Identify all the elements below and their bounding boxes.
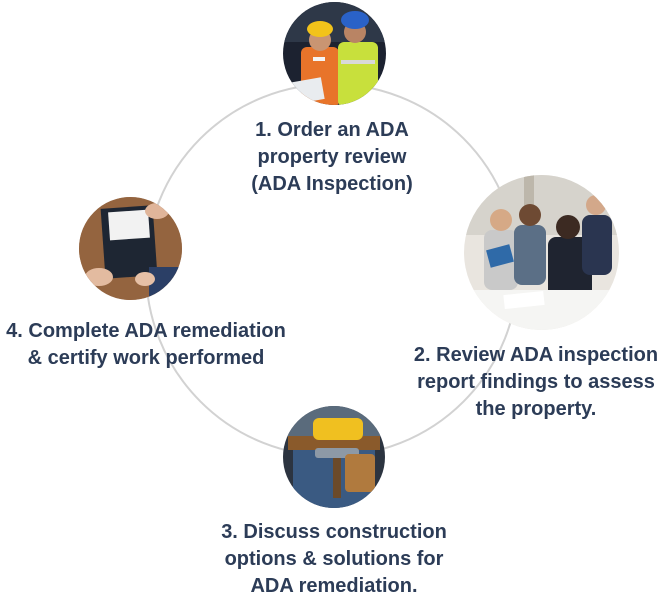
step-3-line-2: options & solutions for xyxy=(224,548,444,570)
step-3-line-1: 3. Discuss construction xyxy=(221,521,447,543)
step-2-line-3: the property. xyxy=(475,398,597,420)
step-1-line-2: property review xyxy=(257,146,407,168)
step-2-line-1: 2. Review ADA inspection xyxy=(413,344,659,366)
step-4-label: 4. Complete ADA remediation & certify wo… xyxy=(0,318,292,372)
step-1-label: 1. Order an ADA property review (ADA Ins… xyxy=(206,117,458,198)
step-2-line-2: report findings to assess xyxy=(417,371,655,393)
tool-belt-photo xyxy=(283,406,385,508)
step-3-line-3: ADA remediation. xyxy=(250,575,418,597)
step-2-label: 2. Review ADA inspection report findings… xyxy=(408,342,664,423)
business-meeting-photo xyxy=(464,175,619,330)
step-4-line-2: & certify work performed xyxy=(27,347,265,369)
signing-document-photo xyxy=(79,197,182,300)
step-1-line-3: (ADA Inspection) xyxy=(251,173,413,195)
step-3-label: 3. Discuss construction options & soluti… xyxy=(196,519,472,600)
step-1-line-1: 1. Order an ADA xyxy=(255,119,409,141)
construction-workers-photo xyxy=(283,2,386,105)
step-4-line-1: 4. Complete ADA remediation xyxy=(6,320,286,342)
